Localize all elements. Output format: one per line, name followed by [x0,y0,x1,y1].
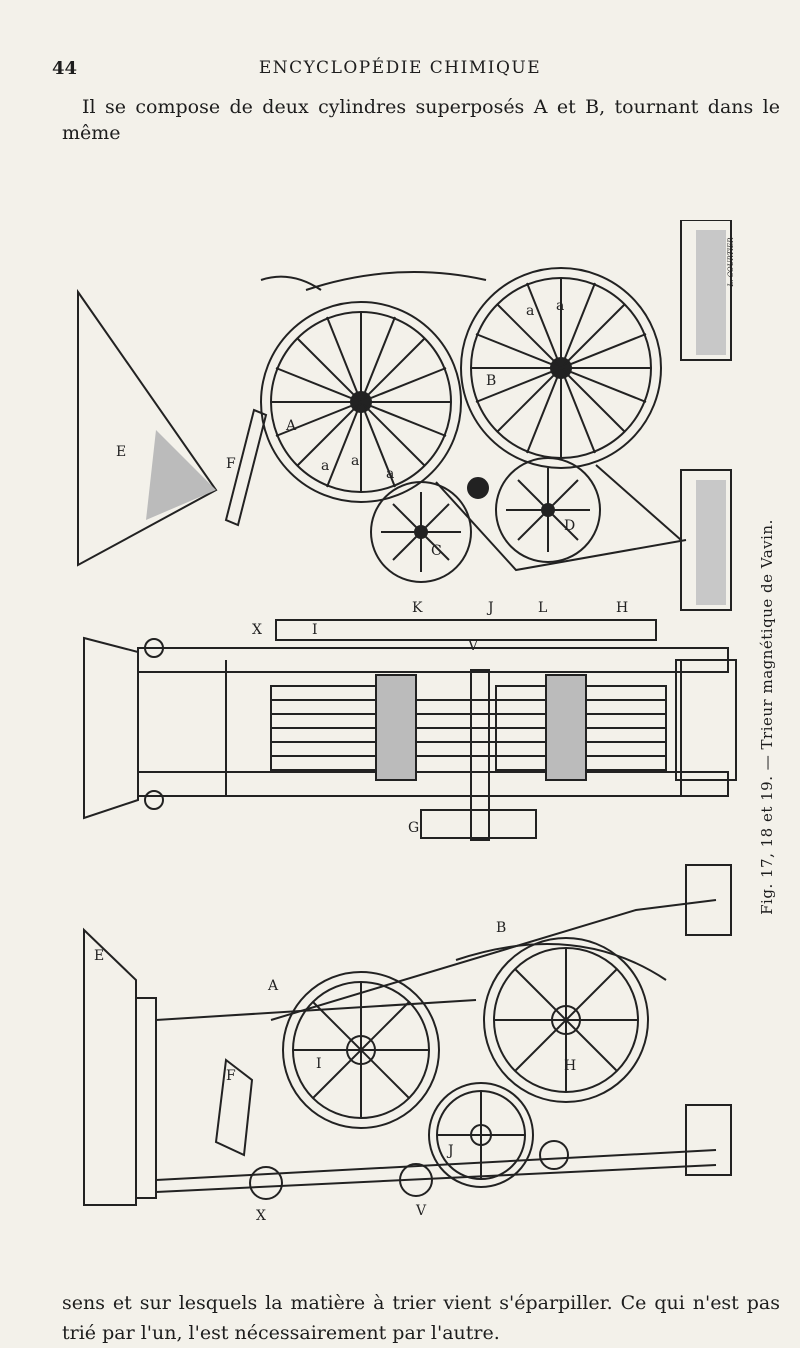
label-x-plan: X [252,622,262,638]
label-c: C [431,543,442,559]
label-g-plan: G [408,820,419,836]
figure-caption: Fig. 17, 18 et 19. — Trieur magnétique d… [758,519,776,915]
running-head: ENCYCLOPÉDIE CHIMIQUE [258,58,542,78]
label-a-lower-3: a [386,466,394,482]
cylinder-a [260,301,462,503]
gear-i [282,971,440,1129]
label-b-elev: B [496,920,506,936]
label-v-plan: V [467,638,479,654]
label-x-elev: X [256,1208,266,1224]
label-a-elev: A [267,978,279,994]
label-h-elev: H [564,1058,576,1074]
label-a-lower-2: a [351,453,359,469]
paragraph-top: Il se compose de deux cylindres superpos… [62,96,780,144]
label-v-elev: V [415,1203,427,1219]
gear-h [483,937,649,1103]
label-a-lower-5: a [556,298,564,314]
cylinder-rows [270,685,667,771]
label-a-lower-1: a [321,458,329,474]
label-d: D [564,518,575,534]
label-k-plan: K [412,600,423,616]
label-e: E [116,444,126,460]
label-j-plan: J [486,600,494,616]
label-i-plan: I [312,622,318,638]
label-f-elev: F [226,1068,236,1084]
engraver-signature: L. COURTIER [727,237,735,287]
cylinder-b [460,267,662,469]
label-b: B [486,373,496,389]
label-j-elev: J [446,1143,454,1159]
brush-c [370,481,472,583]
label-h-plan: H [616,600,628,616]
label-l-plan: L [538,600,547,616]
label-a: A [285,418,297,434]
label-a-lower-4: a [526,303,534,319]
page-number: 44 [52,58,78,79]
engraving: E F A a a a B a a C D X I K J L H V G E … [77,220,737,1224]
hopper-e [77,288,218,567]
label-i-elev: I [316,1056,322,1072]
machine-illustration: E F A a a a B a a C D X I K J L H V G E … [76,220,746,1280]
gear-j [428,1082,534,1188]
label-f: F [226,456,236,472]
label-e-elev: E [94,948,104,964]
brush-d [495,457,601,563]
paragraph-bottom: sens et sur lesquels la matière à trier … [62,1292,780,1344]
